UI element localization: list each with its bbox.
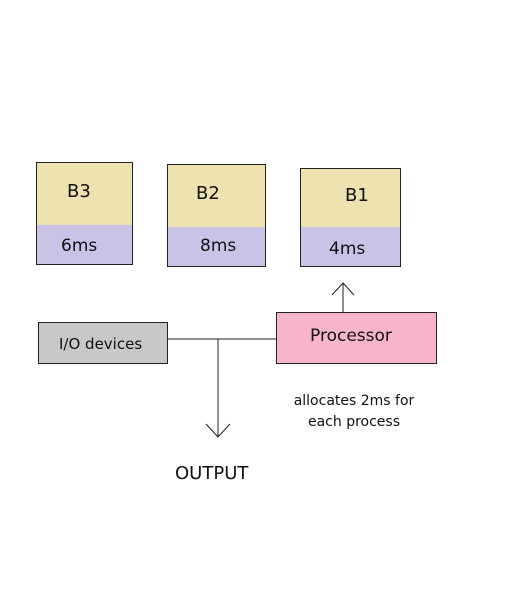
block-b3: B3 6ms bbox=[36, 162, 133, 265]
allocation-note: allocates 2ms for each process bbox=[270, 391, 438, 433]
block-b2-time-area bbox=[168, 227, 265, 266]
allocation-note-line2: each process bbox=[307, 414, 400, 430]
processor-label: Processor bbox=[310, 326, 392, 346]
block-b3-name: B3 bbox=[67, 181, 91, 202]
block-b1-name: B1 bbox=[345, 185, 369, 206]
io-devices-box: I/O devices bbox=[38, 322, 168, 364]
block-b2-header bbox=[168, 165, 265, 228]
block-b1: B1 4ms bbox=[300, 168, 401, 267]
processor-box: Processor bbox=[276, 312, 437, 364]
block-b1-time: 4ms bbox=[329, 239, 366, 259]
allocation-note-line1: allocates 2ms for bbox=[293, 393, 415, 409]
output-arrowhead bbox=[205, 423, 231, 438]
block-b3-header bbox=[37, 163, 132, 226]
b1-arrowhead bbox=[331, 282, 355, 296]
block-b1-time-area bbox=[301, 227, 400, 266]
block-b3-time-area bbox=[37, 225, 132, 264]
output-label: OUTPUT bbox=[175, 463, 249, 484]
block-b2-time: 8ms bbox=[200, 236, 237, 256]
io-devices-label: I/O devices bbox=[59, 335, 143, 353]
block-b2-name: B2 bbox=[196, 183, 220, 204]
block-b2: B2 8ms bbox=[167, 164, 266, 267]
block-b1-header bbox=[301, 169, 400, 228]
block-b3-time: 6ms bbox=[61, 236, 98, 256]
